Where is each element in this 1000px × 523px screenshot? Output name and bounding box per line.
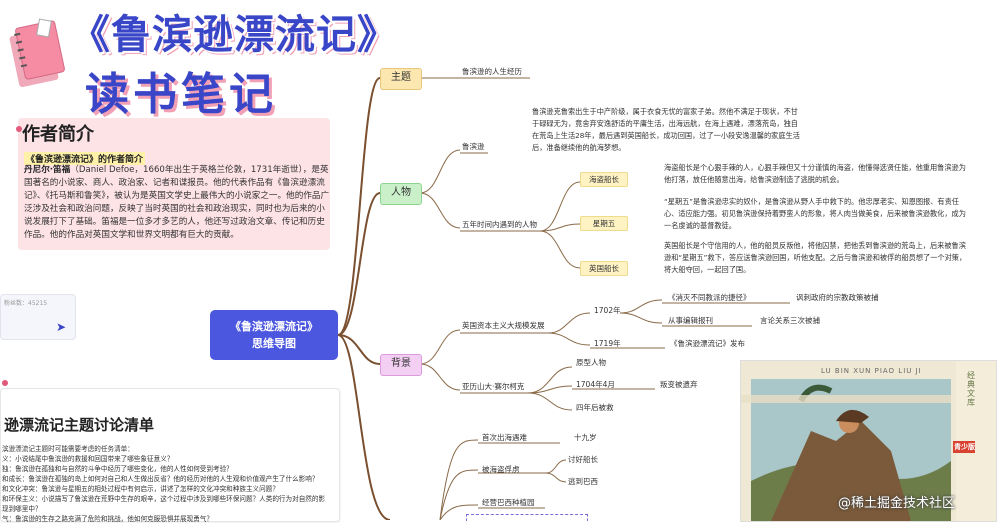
author-heading: 作者简介 — [22, 124, 94, 145]
captured-label: 被海盗俘虏 — [482, 465, 520, 474]
discussion-line: 义：小说结尾中鲁滨逊的救援和回国带来了哪些象征意义？ — [2, 455, 174, 463]
branch-people[interactable]: 人物 — [380, 183, 422, 205]
author-subheading: 《鲁滨逊漂流记》的作者简介 — [24, 152, 146, 165]
friday-tag[interactable]: 星期五 — [580, 216, 628, 231]
book-badge: 青少版 — [954, 443, 975, 451]
card-connector-dot — [2, 380, 8, 386]
branch-background[interactable]: 背景 — [380, 354, 422, 376]
met-people-label: 五年时间内遇到的人物 — [462, 220, 537, 229]
branch-theme[interactable]: 主题 — [380, 68, 422, 90]
selection-frame — [466, 514, 588, 521]
fan-count: 粉丝数：45215 — [4, 300, 48, 307]
discussion-line: 气：鲁滨逊的生存之路充满了危险和挑战，他如何克服恐惧并展现勇气？ — [2, 515, 213, 523]
book-illustration — [741, 361, 996, 521]
friday-desc: “星期五”是鲁滨逊忠实的奴仆，是鲁滨逊从野人手中救下的。他忠厚老实、知恩图报、有… — [664, 197, 966, 230]
publish-label: 《鲁滨逊漂流记》发布 — [670, 339, 745, 348]
discussion-line: 现到哪里中？ — [2, 505, 42, 513]
capitalism-label: 英国资本主义大规模发展 — [462, 321, 545, 330]
author-text: （Daniel Defoe，1660年出生于英格兰伦敦，1731年逝世），是英国… — [24, 165, 330, 240]
year-1704: 1704年4月 — [576, 380, 615, 389]
center-title: 《鲁滨逊漂流记》 — [230, 320, 318, 333]
chat-panel[interactable] — [0, 294, 76, 340]
pirate-captain-leaf: 讨好船长 — [568, 455, 598, 464]
send-icon[interactable]: ➤ — [56, 320, 67, 334]
year-1702: 1702年 — [594, 306, 621, 315]
discussion-line: 和成长：鲁滨逊在孤独的岛上如何对自己和人生做出反省？他的经历对他的人生观和价值观… — [2, 475, 319, 483]
english-captain-desc: 英国船长是个守信用的人，他的船员反叛他，将他囚禁，把他丢到鲁滨逊的荒岛上，后来被… — [664, 241, 967, 274]
card-connector-dot — [16, 126, 22, 132]
pamphlet-label: 《消灭不同教派的捷径》 — [668, 293, 751, 302]
age-label: 十九岁 — [574, 433, 597, 442]
watermark: @稀土掘金技术社区 — [838, 496, 956, 511]
discussion-title: 逊漂流记主题讨论清单 — [4, 416, 155, 434]
author-body: 丹尼尔·笛福（Daniel Defoe，1660年出生于英格兰伦敦，1731年逝… — [24, 164, 330, 242]
english-captain-tag[interactable]: 英国船长 — [580, 261, 628, 276]
discussion-line: 和环保主义：小说描写了鲁滨逊在荒野中生存的艰辛，这个过程中涉及到哪些环保问题？人… — [2, 495, 326, 503]
mutiny-label: 叛变被遗弃 — [660, 380, 698, 389]
book-cover-image: LU BIN XUN PIAO LIU JI 青少版 经典文库 — [740, 360, 997, 522]
pirate-captain-desc: 海盗船长是个心狠手辣的人，心狠手辣但又十分谨慎的海盗，他懂得选贤任能，他重用鲁滨… — [664, 163, 966, 184]
page-title: 《鲁滨逊漂流记》 — [70, 11, 398, 58]
year-1719: 1719年 — [594, 339, 621, 348]
discussion-line: 和文化冲突：鲁滨逊与星期五的相处过程中有何启示，讲述了怎样的文化冲突和种族主义问… — [2, 485, 279, 493]
discussion-line: 滨逊漂流记主题时可能需要考虑的任务清单： — [2, 445, 134, 453]
plantation-label: 经营巴西种植园 — [482, 498, 535, 507]
page-subtitle: 读书笔记 — [85, 69, 277, 120]
book-series: LU BIN XUN PIAO LIU JI — [821, 367, 922, 375]
escape-label: 逃到巴西 — [568, 477, 598, 486]
book-side-text: 经典文库 — [967, 371, 975, 407]
discussion-card — [0, 388, 340, 522]
robinson-label: 鲁滨逊 — [462, 142, 485, 151]
center-subtitle: 思维导图 — [252, 337, 296, 350]
rescued-label: 四年后被救 — [576, 403, 614, 412]
notebook-icon — [9, 18, 65, 88]
pamphlet-note: 讽刺政府的宗教政策被捕 — [796, 293, 879, 302]
robinson-desc: 鲁滨逊克鲁索出生于中产阶级，属于衣食无忧的富家子弟。然他不满足于现状，不甘于碌碌… — [532, 107, 800, 152]
author-name: 丹尼尔·笛福 — [24, 165, 71, 175]
journalism-note: 言论关系三次被捕 — [760, 316, 820, 325]
theme-leaf: 鲁滨逊的人生经历 — [462, 67, 522, 76]
mindmap-center-node[interactable]: 《鲁滨逊漂流记》 思维导图 — [210, 310, 338, 360]
discussion-line: 独：鲁滨逊在孤独和与自然的斗争中经历了哪些变化，他的人性如何受到考验？ — [2, 465, 233, 473]
journalism-label: 从事编辑报刊 — [668, 316, 713, 325]
prototype-label: 原型人物 — [576, 358, 606, 367]
first-voyage-label: 首次出海遇难 — [482, 433, 527, 442]
author-card — [18, 118, 330, 250]
selkirk-label: 亚历山大·赛尔柯克 — [462, 382, 525, 391]
pirate-captain-tag[interactable]: 海盗船长 — [580, 172, 628, 187]
